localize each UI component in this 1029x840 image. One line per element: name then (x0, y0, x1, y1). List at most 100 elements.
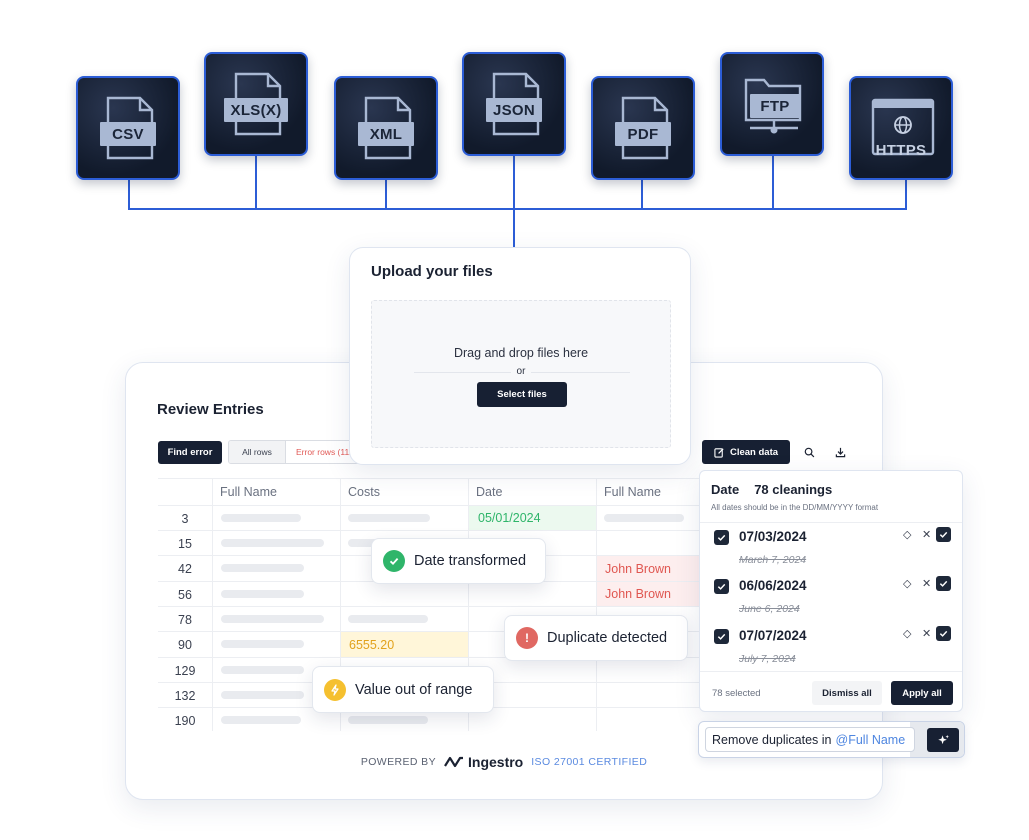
placeholder-bar (221, 564, 304, 572)
suggestion-new-value: 07/07/2024 (739, 628, 807, 643)
ai-submit-button[interactable] (927, 728, 959, 752)
download-icon (835, 447, 845, 457)
apply-all-button[interactable]: Apply all (891, 681, 953, 705)
source-tile-pdf[interactable]: PDF (591, 76, 695, 180)
source-label: XLS(X) (224, 98, 288, 122)
row-number: 129 (174, 664, 196, 678)
row-number: 190 (174, 714, 196, 728)
brand-logo: Ingestro (444, 754, 523, 770)
clean-data-label: Clean data (729, 446, 779, 458)
checkmark-icon (717, 534, 726, 541)
suggestion-checkbox[interactable] (714, 530, 729, 545)
toast-duplicate-detected: ! Duplicate detected (504, 615, 688, 661)
diamond-icon[interactable]: ◇ (903, 578, 912, 590)
cleaning-column: Date (711, 482, 740, 497)
cost-cell-out-of-range[interactable]: 6555.20 (341, 632, 468, 657)
source-tile-ftp[interactable]: FTP (720, 52, 824, 156)
source-label: FTP (750, 94, 800, 118)
toast-value-out-of-range: Value out of range (312, 666, 494, 713)
suggestion-checkbox[interactable] (714, 629, 729, 644)
suggestion-new-value: 06/06/2024 (739, 578, 807, 593)
accept-checkbox[interactable] (936, 626, 951, 641)
placeholder-bar (221, 691, 304, 699)
or-text: or (510, 366, 532, 377)
cleaning-header: Date 78 cleanings (711, 482, 832, 497)
ingestro-logo-icon (444, 756, 463, 768)
source-label: HTTPS (875, 141, 927, 159)
brand-name: Ingestro (468, 754, 524, 770)
source-tile-https[interactable]: HTTPS (849, 76, 953, 180)
column-header[interactable]: Full Name (604, 485, 661, 499)
source-label: XML (358, 122, 414, 146)
ai-prompt-bar: Remove duplicates in @Full Name (698, 721, 965, 758)
lightning-circle-icon (324, 678, 346, 701)
error-rows-tab[interactable]: Error rows (111) (286, 441, 367, 463)
checkmark-icon (939, 531, 948, 538)
toast-text: Value out of range (355, 681, 473, 698)
placeholder-bar (221, 539, 324, 547)
placeholder-bar (221, 615, 324, 623)
search-button[interactable] (798, 441, 820, 463)
suggestion-old-value: June 6, 2024 (739, 603, 800, 615)
checkmark-icon (939, 630, 948, 637)
edit-sparkle-icon (714, 447, 724, 458)
download-button[interactable] (829, 441, 851, 463)
placeholder-bar (221, 666, 304, 674)
source-tile-xls[interactable]: XLS(X) (204, 52, 308, 156)
column-header[interactable]: Costs (348, 485, 380, 499)
placeholder-bar (348, 514, 430, 522)
checkmark-icon (717, 633, 726, 640)
connector-https (905, 178, 907, 210)
row-number: 78 (178, 613, 192, 627)
search-icon (804, 447, 814, 457)
placeholder-bar (221, 514, 301, 522)
clean-data-button[interactable]: Clean data (702, 440, 790, 464)
toast-text: Duplicate detected (547, 630, 668, 646)
close-icon[interactable]: ✕ (922, 529, 932, 541)
diamond-icon[interactable]: ◇ (903, 529, 912, 541)
row-number: 132 (174, 689, 196, 703)
placeholder-bar (221, 716, 301, 724)
checkmark-icon (717, 583, 726, 590)
close-icon[interactable]: ✕ (922, 628, 932, 640)
file-dropzone[interactable]: Drag and drop files here or Select files (371, 300, 671, 448)
check-circle-icon (383, 550, 405, 572)
placeholder-bar (221, 590, 304, 598)
cleaning-footer: 78 selected Dismiss all Apply all (700, 671, 962, 713)
placeholder-bar (604, 514, 684, 522)
upload-title: Upload your files (371, 263, 493, 280)
cleaning-count: 78 cleanings (754, 482, 833, 497)
source-tile-xml[interactable]: XML (334, 76, 438, 180)
suggestion-new-value: 07/03/2024 (739, 529, 807, 544)
all-rows-tab[interactable]: All rows (229, 441, 286, 463)
folder-network-icon (744, 78, 802, 134)
close-icon[interactable]: ✕ (922, 578, 932, 590)
ai-prompt-input[interactable]: Remove duplicates in @Full Name (705, 727, 915, 752)
column-header[interactable]: Full Name (220, 485, 277, 499)
dismiss-all-button[interactable]: Dismiss all (812, 681, 882, 705)
find-error-button[interactable]: Find error (158, 441, 222, 464)
connector-ftp (772, 155, 774, 210)
select-files-button[interactable]: Select files (477, 382, 567, 407)
row-number: 3 (181, 512, 189, 526)
column-header[interactable]: Date (476, 485, 503, 499)
suggestion-old-value: March 7, 2024 (739, 554, 807, 566)
row-number: 15 (178, 537, 192, 551)
toast-text: Date transformed (414, 553, 527, 569)
connector-pdf (641, 178, 643, 210)
connector-xls (255, 155, 257, 210)
iso-certification: ISO 27001 CERTIFIED (531, 756, 648, 768)
row-number: 56 (178, 588, 192, 602)
source-tile-json[interactable]: JSON (462, 52, 566, 156)
date-cell-transformed[interactable]: 05/01/2024 (469, 506, 596, 530)
exclamation-circle-icon: ! (516, 627, 538, 649)
diamond-icon[interactable]: ◇ (903, 628, 912, 640)
accept-checkbox[interactable] (936, 527, 951, 542)
checkmark-icon (939, 580, 948, 587)
accept-checkbox[interactable] (936, 576, 951, 591)
connector-csv (128, 178, 130, 210)
source-tile-csv[interactable]: CSV (76, 76, 180, 180)
suggestion-checkbox[interactable] (714, 579, 729, 594)
prompt-mention: @Full Name (835, 732, 906, 747)
